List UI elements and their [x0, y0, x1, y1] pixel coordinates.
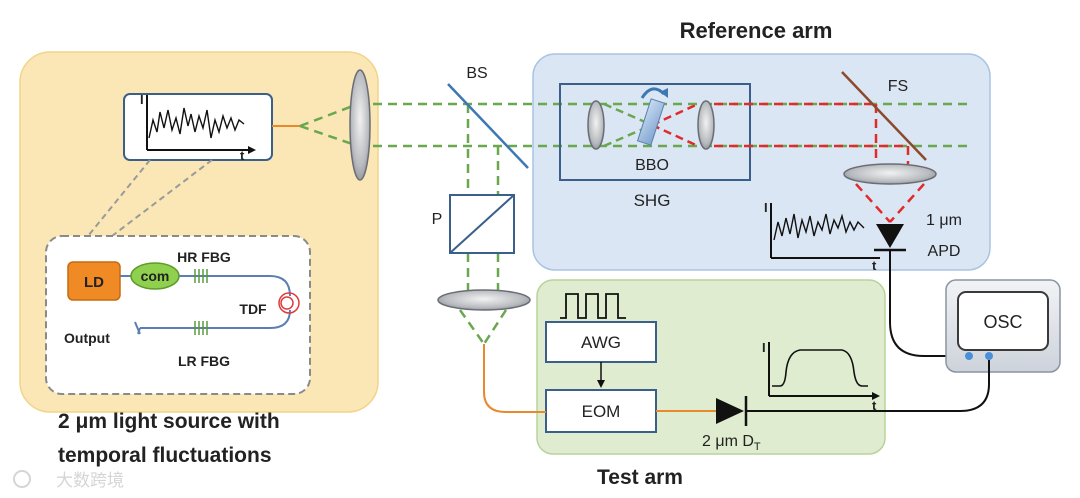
- test-pulse-trace: [772, 349, 868, 387]
- watermark-logo-icon: [13, 470, 31, 488]
- com-label: com: [141, 268, 170, 284]
- lr-fbg-grating: [194, 321, 208, 335]
- bbo-crystal: [636, 98, 666, 146]
- source-fluctuation-trace: [148, 107, 245, 139]
- test-plot-x-arrow: [872, 392, 880, 400]
- apd-plot-axis-i: I: [764, 200, 768, 215]
- source-plot-axis-i: I: [140, 92, 144, 107]
- awg-box: [545, 321, 657, 363]
- source-title-line1: 2 μm light source with: [58, 410, 280, 433]
- lr-fbg-label: LR FBG: [178, 353, 230, 369]
- test-focus-lens: [437, 289, 531, 311]
- p-label: P: [432, 211, 443, 228]
- tdf-label: TDF: [239, 301, 267, 317]
- detector-label-main: 2 μm D: [702, 433, 754, 450]
- eom-label: EOM: [582, 402, 621, 421]
- detector-to-osc-cable: [746, 360, 990, 412]
- shg-label: SHG: [634, 191, 671, 210]
- osc-label: OSC: [983, 312, 1022, 332]
- zoom-line-right: [111, 159, 213, 237]
- cavity-fiber-top: [179, 275, 291, 297]
- test-plot-axis-i: I: [762, 340, 766, 355]
- oscilloscope-screen: [957, 291, 1049, 351]
- apd-plot-axis-t: t: [872, 258, 877, 273]
- shg-lens-right: [697, 100, 715, 150]
- test-arm-title: Test arm: [597, 466, 683, 489]
- bbo-label: BBO: [635, 157, 669, 174]
- test-plot-axis-t: t: [872, 398, 877, 413]
- bbo-rotation-arrowhead: [660, 88, 668, 98]
- apd-focus-lens: [843, 163, 937, 185]
- awg-to-eom-arrowhead: [597, 380, 605, 388]
- zoom-line-left: [87, 159, 151, 237]
- output-fiber-end: [134, 321, 141, 335]
- fs-label: FS: [888, 78, 908, 95]
- apd-label-line2: APD: [928, 243, 961, 260]
- apd-fluctuation-trace: [773, 213, 865, 241]
- detector-diode-icon: [716, 398, 744, 424]
- watermark: 大数跨境: [13, 470, 124, 491]
- awg-label: AWG: [581, 333, 621, 352]
- shg-lens-left: [587, 100, 605, 150]
- reference-panel: [532, 53, 991, 271]
- ld-box: [67, 261, 121, 301]
- osc-port-2: [985, 352, 993, 360]
- osc-port-1: [965, 352, 973, 360]
- filter-fs: [841, 71, 927, 161]
- source-plot-x-arrow: [248, 146, 256, 154]
- apd-to-osc-cable: [889, 250, 968, 357]
- tdf-coil-outer: [278, 292, 300, 314]
- polarizer-diagonal: [449, 194, 515, 254]
- collimating-lens: [349, 69, 371, 181]
- awg-pulse-train: [560, 293, 626, 319]
- ld-label: LD: [84, 274, 104, 291]
- detector-label: 2 μm DT: [702, 433, 761, 453]
- hr-fbg-label: HR FBG: [177, 249, 231, 265]
- apd-label-line1: 1 μm: [926, 212, 962, 229]
- apd-diode-icon: [876, 224, 904, 248]
- shg-box: [559, 83, 751, 181]
- red-beam-paths: [714, 102, 925, 223]
- bs-label: BS: [466, 65, 487, 82]
- source-plot-axis-t: t: [240, 148, 245, 163]
- output-label: Output: [64, 330, 110, 346]
- source-title-line2: temporal fluctuations: [58, 444, 272, 467]
- test-fiber-in: [483, 344, 546, 413]
- reference-arm-title: Reference arm: [680, 18, 833, 43]
- hr-fbg-grating: [194, 269, 208, 283]
- beam-splitter: [447, 83, 529, 169]
- detector-label-sub: T: [754, 441, 761, 453]
- watermark-text: 大数跨境: [56, 471, 124, 491]
- tdf-coil-inner: [280, 296, 294, 310]
